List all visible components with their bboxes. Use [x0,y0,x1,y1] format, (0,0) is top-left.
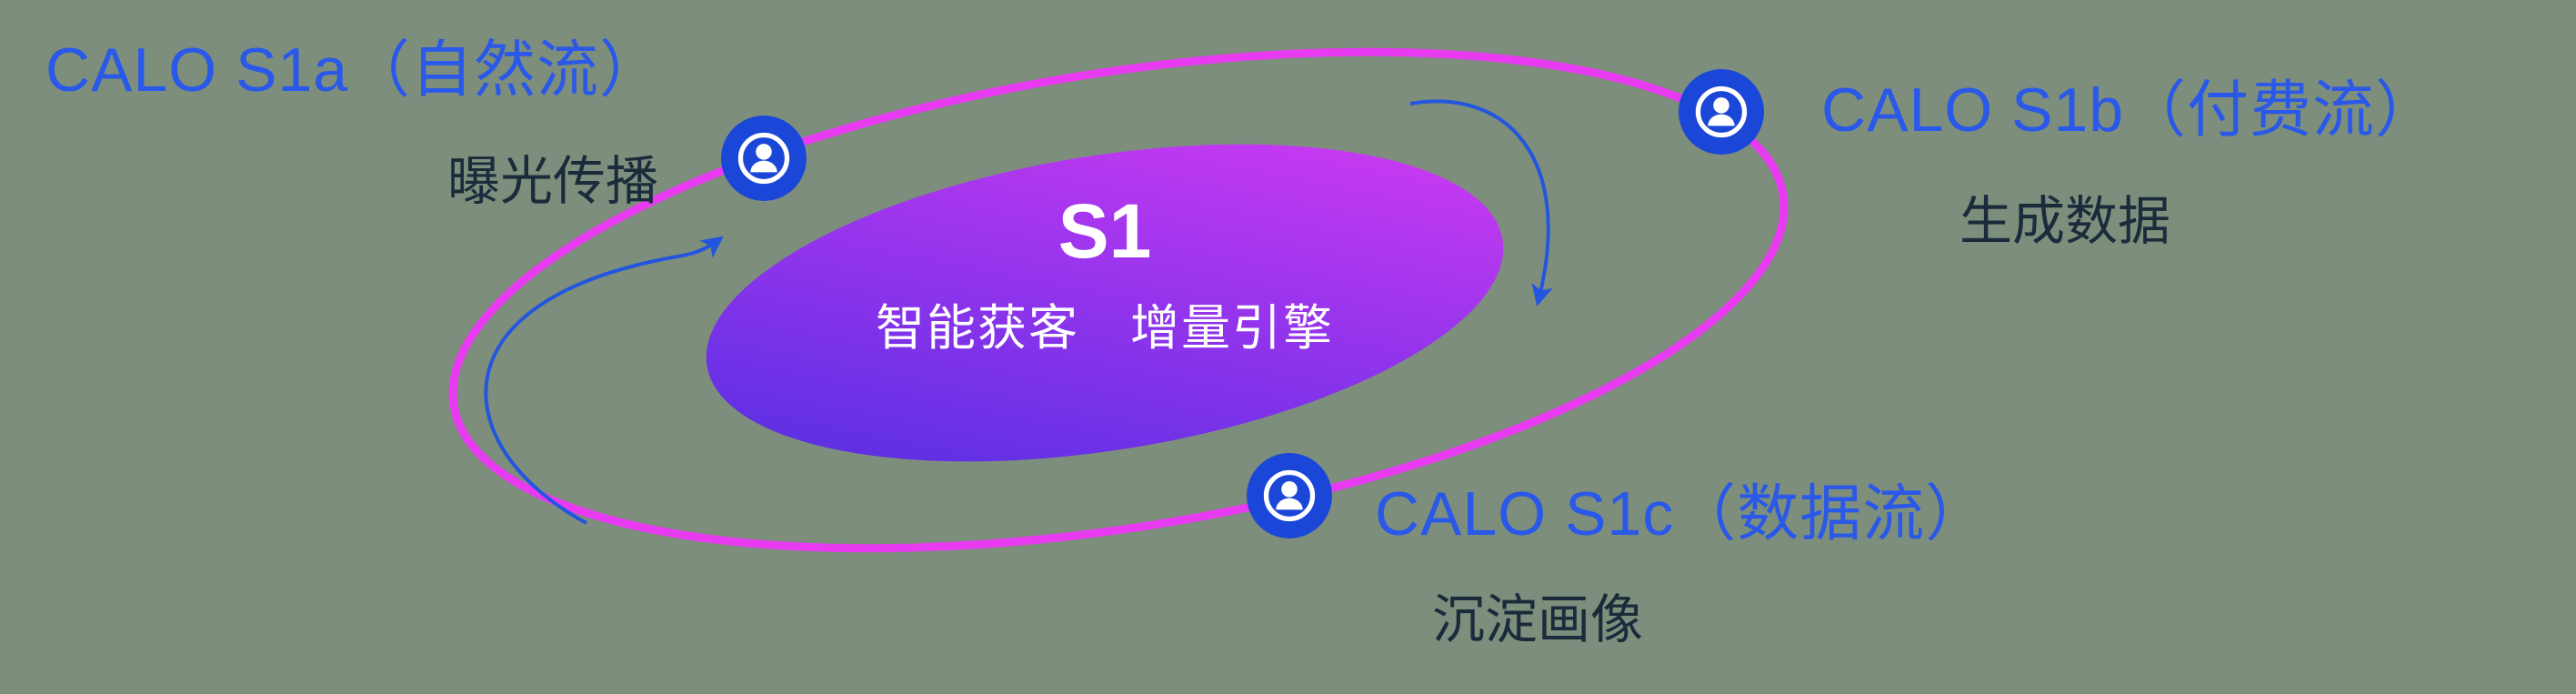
core-title: S1 [1057,188,1152,274]
label-calo-s1a: CALO S1a（自然流） [45,35,663,105]
person-icon [1247,453,1332,538]
node-s1a [719,114,808,203]
sublabel-calo-s1b: 生成数据 [1960,192,2171,251]
sublabel-calo-s1a: 曝光传播 [447,152,659,211]
center-gradient-ellipse [706,144,1504,462]
label-calo-s1b: CALO S1b（付费流） [1821,75,2439,145]
node-s1b [1677,67,1766,156]
label-calo-s1c: CALO S1c（数据流） [1375,479,1989,548]
core-text-group: S1 智能获客 增量引擎 [832,193,1378,359]
cycle-arrow-right [1409,99,1553,307]
person-icon [1679,69,1764,155]
orbit-ellipse [448,47,1789,553]
node-s1c [1245,451,1334,540]
person-icon [721,116,807,201]
cycle-arrow-left [484,236,724,525]
sublabel-calo-s1c: 沉淀画像 [1432,590,1644,649]
core-subtitle: 智能获客 增量引擎 [876,301,1334,356]
